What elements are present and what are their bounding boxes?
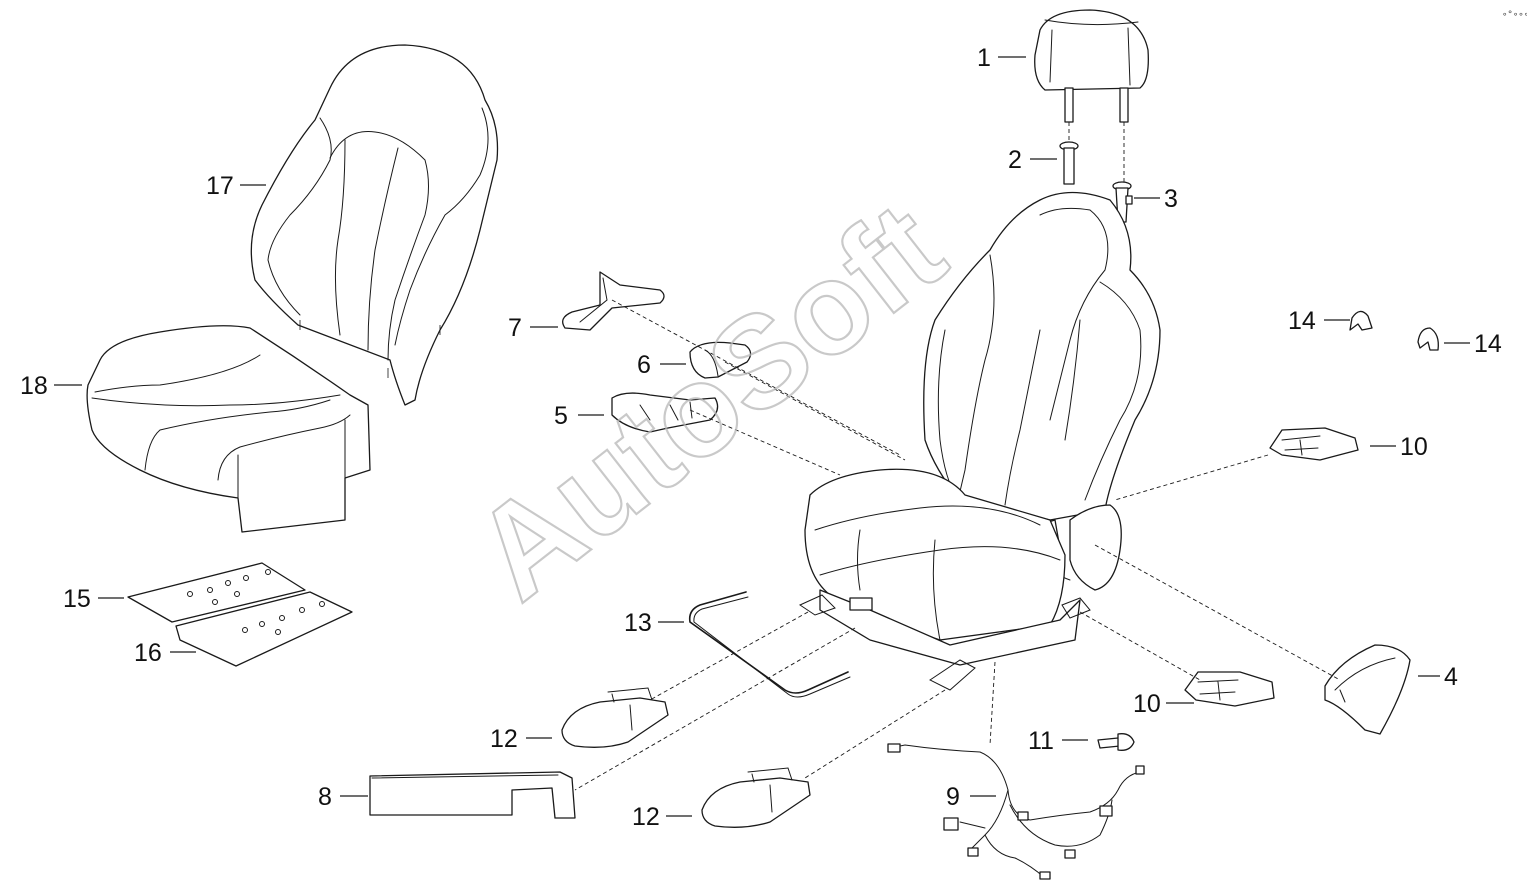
part-15-heater-pad bbox=[127, 562, 306, 623]
callout-13: 13 bbox=[624, 609, 652, 637]
callout-6: 6 bbox=[637, 351, 651, 379]
callout-3: 3 bbox=[1164, 185, 1178, 213]
callout-11: 11 bbox=[1028, 727, 1054, 755]
callout-14-right: 14 bbox=[1474, 330, 1502, 358]
assembly-dashed-lines bbox=[574, 122, 1341, 791]
callout-8: 8 bbox=[318, 783, 332, 811]
part-16-heater-pad bbox=[175, 591, 353, 667]
callout-1: 1 bbox=[977, 44, 991, 72]
part-8-lower-trim bbox=[369, 771, 576, 819]
callout-10-lower: 10 bbox=[1133, 690, 1161, 718]
part-18-cushion-cover bbox=[86, 325, 371, 533]
part-13-wire-frame bbox=[688, 591, 851, 698]
callout-9: 9 bbox=[946, 783, 960, 811]
part-10-side-cover-upper bbox=[1269, 427, 1359, 461]
part-5-lever bbox=[611, 392, 719, 433]
callout-14-left: 14 bbox=[1288, 307, 1316, 335]
callout-18: 18 bbox=[20, 372, 48, 400]
part-1-headrest bbox=[1034, 9, 1149, 123]
part-4-outer-shield bbox=[1324, 644, 1411, 735]
part-10-side-cover-lower bbox=[1184, 671, 1275, 707]
callout-12-lower: 12 bbox=[632, 803, 660, 831]
part-3-headrest-guide bbox=[1112, 181, 1133, 223]
callout-leaders bbox=[54, 56, 1470, 817]
part-12-lower-cover-lower bbox=[701, 767, 811, 828]
part-14-clip-right bbox=[1417, 327, 1439, 351]
part-12-lower-cover-upper bbox=[561, 687, 669, 748]
callout-10-upper: 10 bbox=[1400, 433, 1428, 461]
callout-16: 16 bbox=[134, 639, 162, 667]
part-2-headrest-guide bbox=[1059, 141, 1079, 185]
callout-labels: 1 2 3 4 5 6 7 8 9 10 10 11 12 12 13 14 1… bbox=[20, 44, 1502, 831]
part-14-clip-left bbox=[1349, 310, 1373, 331]
callout-17: 17 bbox=[206, 172, 234, 200]
callout-7: 7 bbox=[508, 314, 522, 342]
callout-15: 15 bbox=[63, 585, 91, 613]
corner-mark: ∘°∘∘∘ bbox=[1502, 10, 1527, 20]
callout-12-upper: 12 bbox=[490, 725, 518, 753]
part-17-seatback-cover bbox=[250, 44, 499, 406]
callout-5: 5 bbox=[554, 402, 568, 430]
main-seat-assembly bbox=[798, 191, 1161, 691]
part-11-push-pin bbox=[1097, 733, 1135, 751]
callout-4: 4 bbox=[1444, 663, 1458, 691]
callout-2: 2 bbox=[1008, 146, 1022, 174]
part-9-wiring-harness bbox=[887, 743, 1145, 880]
